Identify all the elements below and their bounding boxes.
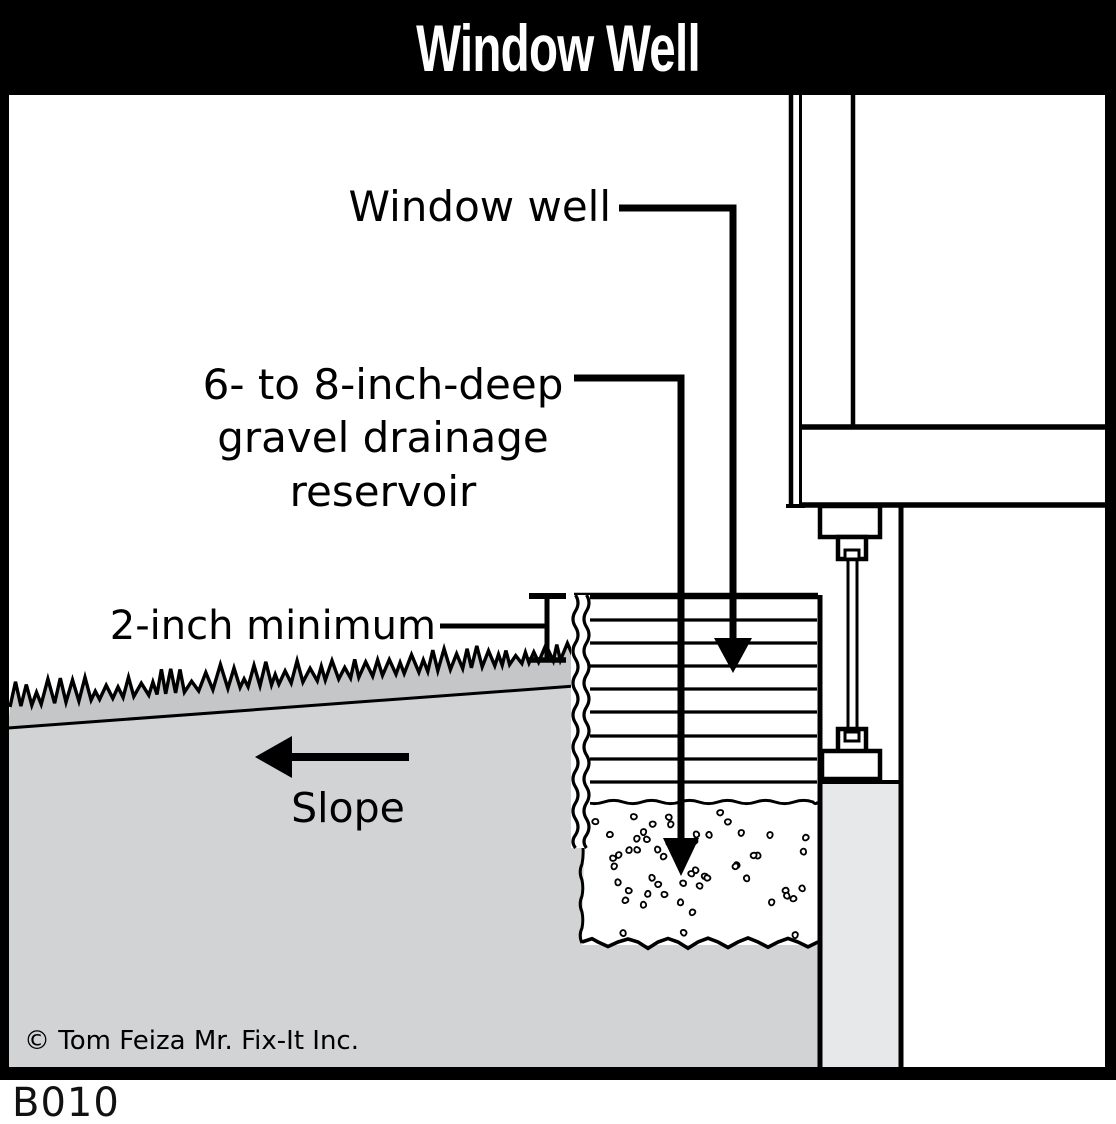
pebble bbox=[591, 817, 600, 826]
pebble bbox=[654, 845, 662, 854]
gravel-left-edge bbox=[578, 847, 585, 944]
window-head-frame bbox=[817, 503, 883, 540]
pebble bbox=[737, 829, 745, 837]
pebble bbox=[723, 818, 732, 826]
window-top-stop bbox=[843, 548, 861, 561]
pebble bbox=[633, 846, 642, 854]
pebble bbox=[731, 862, 740, 871]
gravel-top-edge bbox=[584, 798, 820, 806]
window-bottom-stop bbox=[843, 730, 861, 743]
diagram-canvas: Window well 6- to 8-inch-deep gravel dra… bbox=[0, 95, 1116, 1080]
basement-window bbox=[817, 503, 883, 782]
pebble bbox=[648, 820, 657, 828]
label-window-well: Window well bbox=[349, 182, 611, 231]
pebble bbox=[654, 880, 663, 889]
arrow-left-icon bbox=[255, 736, 292, 778]
pebble bbox=[679, 929, 688, 937]
panel-border bbox=[0, 95, 1116, 1080]
pebble bbox=[610, 862, 618, 871]
title-bar: Window Well bbox=[0, 0, 1116, 95]
pebble bbox=[679, 879, 687, 887]
label-gravel-line2: gravel drainage bbox=[217, 413, 549, 462]
min-clearance-dimension bbox=[440, 593, 566, 663]
corrugation-line bbox=[571, 594, 580, 849]
leader-line bbox=[574, 374, 685, 842]
pebble bbox=[789, 894, 798, 903]
pebble bbox=[676, 898, 685, 907]
pebble bbox=[716, 809, 725, 817]
pebble bbox=[609, 854, 617, 862]
slope-indicator bbox=[255, 736, 409, 778]
pebble bbox=[705, 830, 713, 839]
grass-blades bbox=[8, 638, 576, 711]
pebble bbox=[621, 896, 630, 904]
foundation-concrete bbox=[822, 782, 901, 1068]
house-wall bbox=[786, 95, 1106, 508]
pebble bbox=[648, 873, 656, 882]
pebble bbox=[605, 830, 614, 839]
pebble bbox=[692, 830, 701, 839]
label-gravel-line1: 6- to 8-inch-deep bbox=[203, 360, 564, 409]
window-well-interior bbox=[574, 595, 818, 807]
arrow-down-icon bbox=[663, 838, 699, 876]
label-slope: Slope bbox=[291, 784, 405, 832]
well-rib-lines bbox=[590, 618, 817, 784]
pebble bbox=[614, 878, 622, 887]
pebble bbox=[615, 851, 623, 859]
gravel-drainage-reservoir bbox=[578, 798, 820, 951]
foundation-wall bbox=[817, 507, 904, 1068]
pebble bbox=[664, 813, 673, 821]
pebble bbox=[625, 846, 633, 854]
pebble bbox=[798, 884, 806, 893]
label-gravel-line3: reservoir bbox=[290, 467, 477, 516]
pebble bbox=[799, 847, 807, 856]
pebble bbox=[644, 889, 652, 898]
pebble bbox=[766, 831, 774, 839]
pebble bbox=[802, 833, 810, 842]
pebble bbox=[629, 813, 638, 821]
pebble bbox=[667, 820, 675, 829]
pebble bbox=[660, 890, 669, 899]
grade-line bbox=[7, 684, 576, 730]
grass-slope bbox=[7, 638, 576, 730]
gravel-pointer bbox=[574, 374, 699, 876]
border-right bbox=[1105, 95, 1116, 1080]
window-well-pointer bbox=[619, 204, 752, 673]
label-min-clearance: 2-inch minimum bbox=[110, 603, 436, 649]
pebble bbox=[703, 874, 712, 882]
diagram-code: B010 bbox=[12, 1080, 120, 1124]
pebble bbox=[742, 874, 751, 883]
pebble bbox=[639, 828, 648, 836]
pebble bbox=[639, 900, 648, 909]
arrow-down-icon bbox=[714, 638, 752, 673]
border-left bbox=[0, 95, 9, 1080]
page-title: Window Well bbox=[416, 10, 701, 85]
leader-line bbox=[619, 204, 737, 642]
pebble bbox=[692, 866, 700, 875]
copyright-text: © Tom Feiza Mr. Fix-It Inc. bbox=[24, 1026, 359, 1056]
pebble bbox=[749, 851, 758, 860]
gravel-bottom-edge bbox=[581, 936, 819, 951]
pebble bbox=[633, 834, 641, 843]
border-bottom bbox=[0, 1067, 1116, 1080]
gravel-fill bbox=[582, 802, 818, 945]
pebble bbox=[688, 908, 697, 917]
pebble bbox=[768, 898, 776, 907]
window-well-liner bbox=[574, 592, 818, 784]
well-corrugated-edge bbox=[571, 594, 591, 849]
pebble bbox=[695, 882, 704, 890]
pebble bbox=[783, 891, 791, 900]
corrugation-line bbox=[582, 594, 591, 849]
pebble bbox=[791, 931, 799, 939]
pebble bbox=[659, 852, 668, 861]
window-sill bbox=[819, 748, 883, 782]
pebble bbox=[619, 929, 627, 937]
pebble bbox=[643, 835, 651, 843]
pebble bbox=[624, 887, 633, 895]
